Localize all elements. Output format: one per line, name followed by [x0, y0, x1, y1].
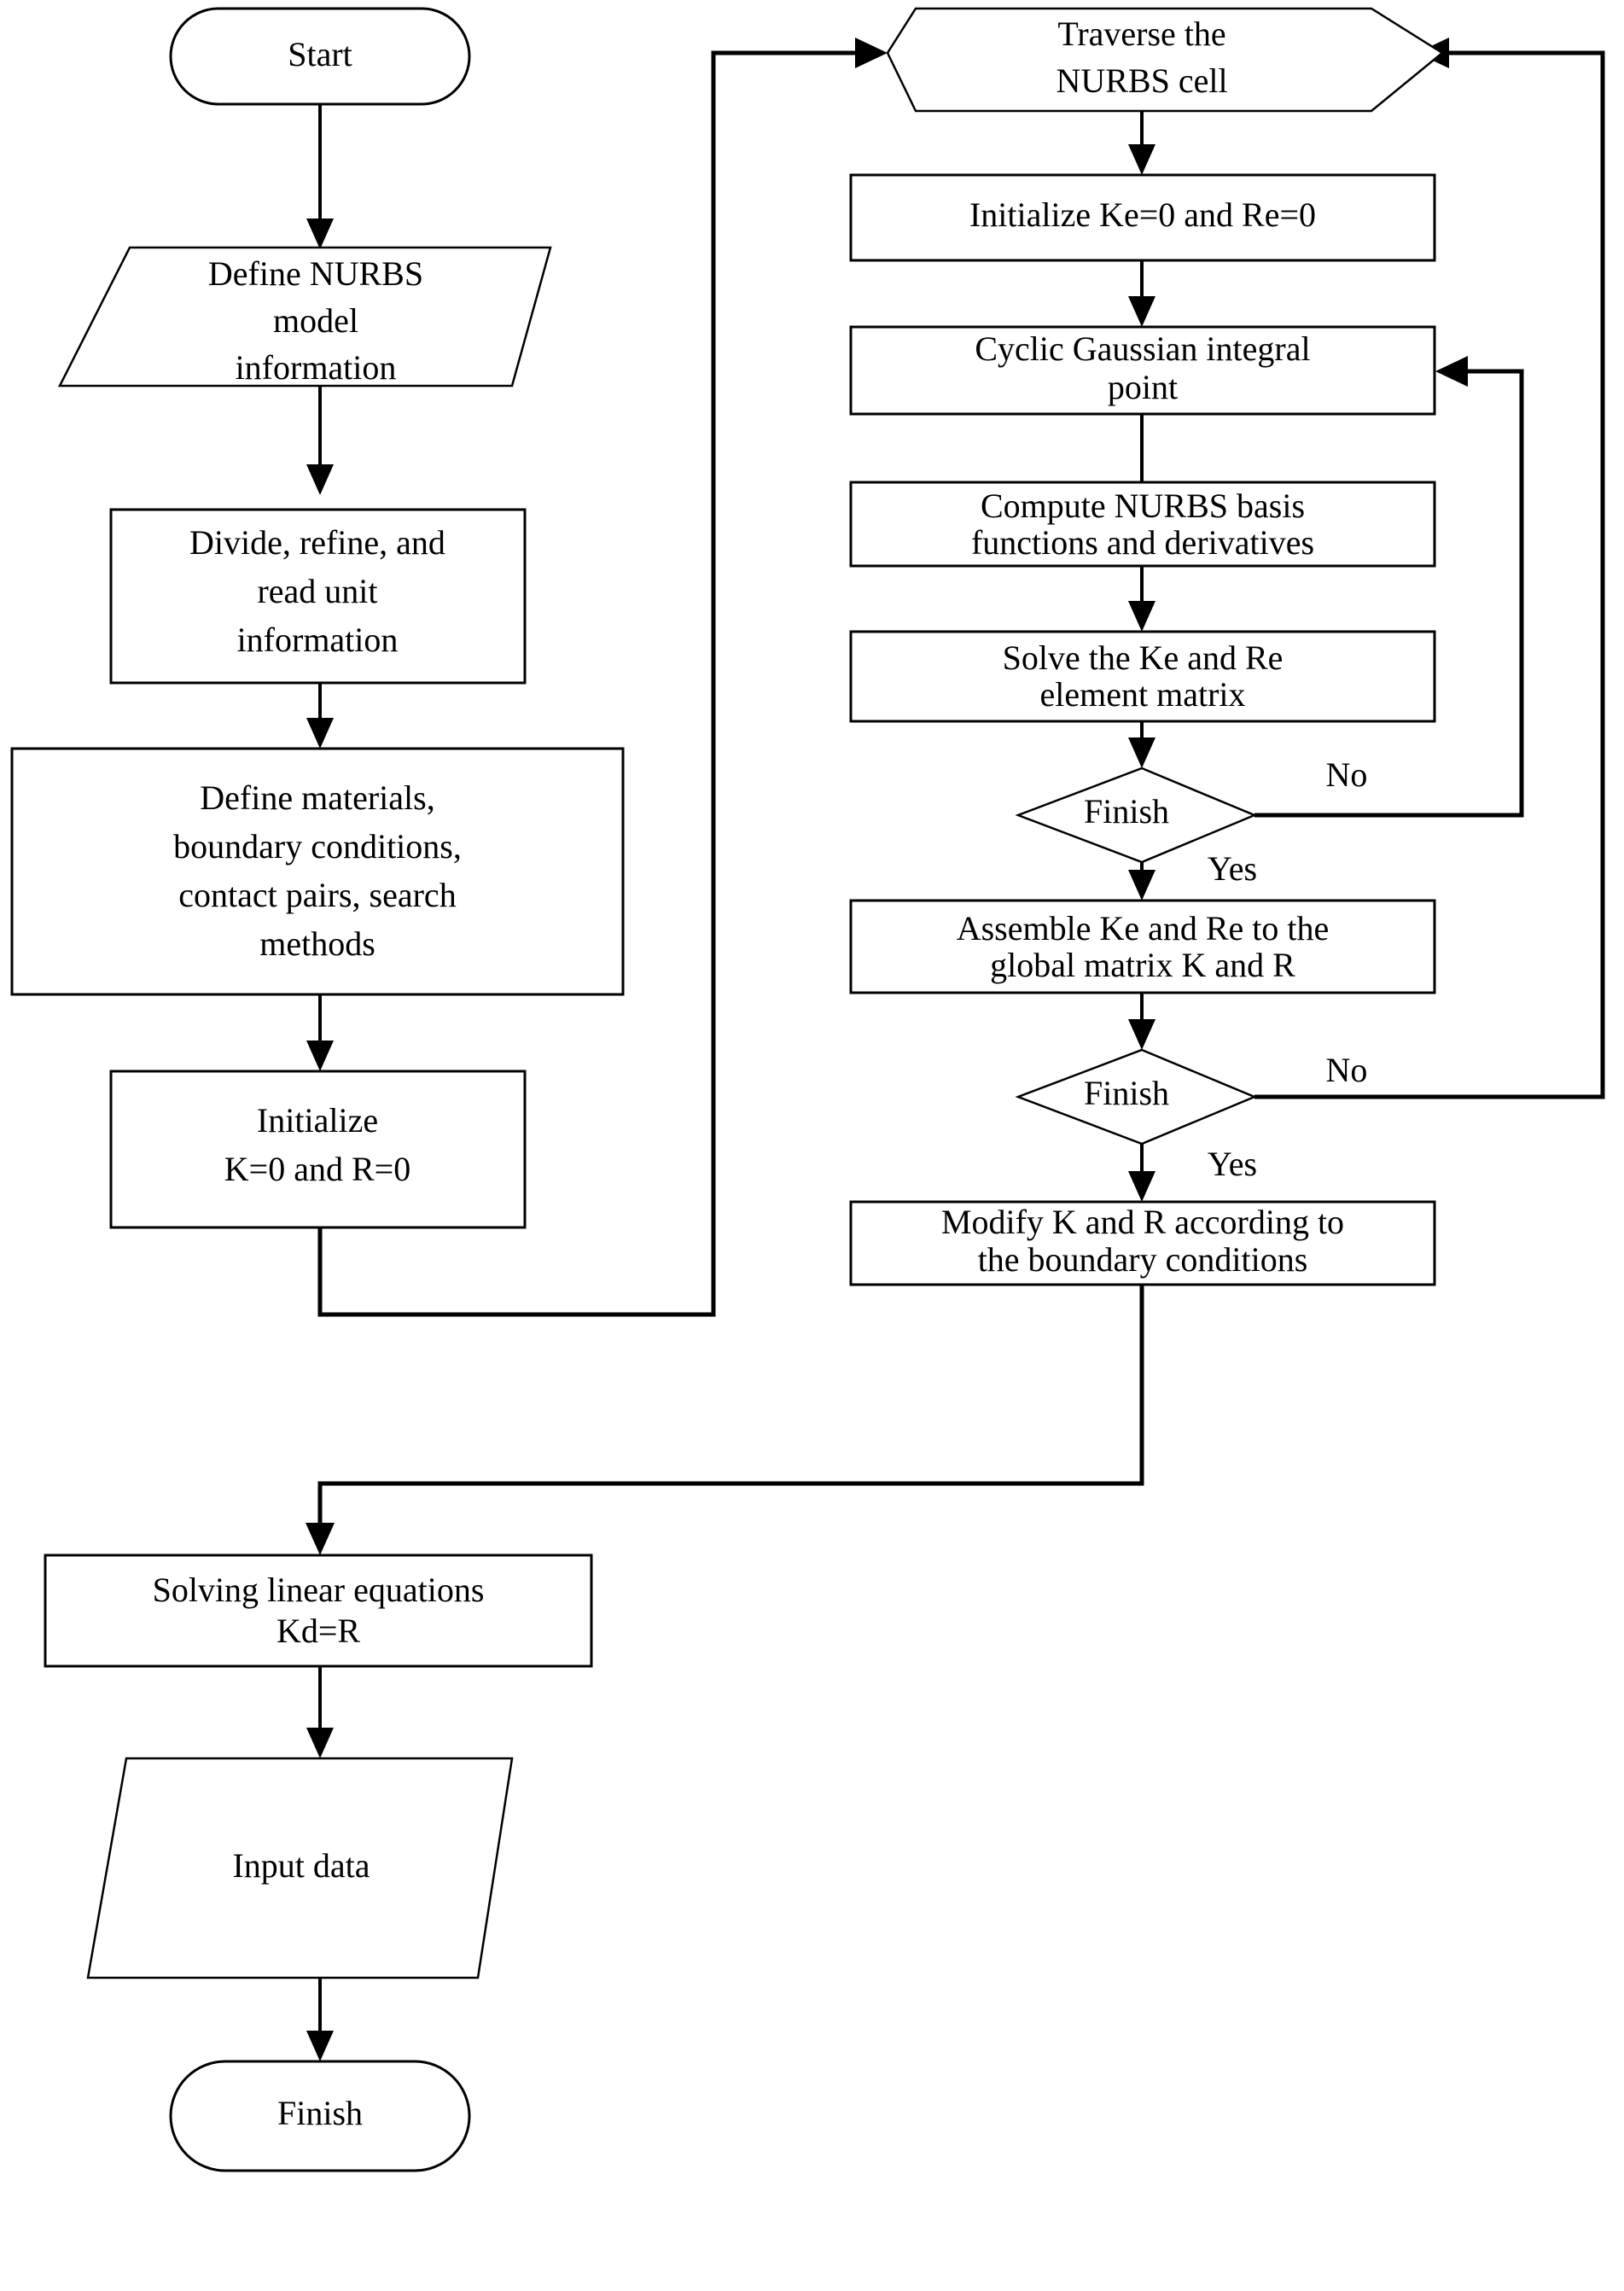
edge-input-to-finish-end: [306, 1978, 334, 2061]
node-solve-linear-line2: Kd=R: [276, 1612, 360, 1650]
edge-traverse-to-initialize-ke: [1128, 111, 1155, 175]
node-initialize-kr-line1: Initialize: [257, 1101, 378, 1140]
edge-initialize-ke-to-cyclic: [1128, 260, 1155, 327]
node-compute-nurbs-line2: functions and derivatives: [971, 523, 1314, 562]
node-define-materials-line1: Define materials,: [200, 778, 434, 817]
node-traverse-cell-line1: Traverse the: [1057, 15, 1225, 53]
node-define-model-line3: information: [236, 348, 397, 387]
node-define-materials-line4: methods: [259, 924, 375, 963]
node-traverse-cell-line2: NURBS cell: [1056, 61, 1227, 100]
node-cyclic-gauss-line1: Cyclic Gaussian integral: [975, 329, 1310, 368]
node-input-data-line1: Input data: [232, 1846, 370, 1885]
edge-start-to-define-model: [306, 104, 334, 249]
edge-finish-gauss-yes: [1128, 862, 1155, 901]
node-define-materials[interactable]: Define materials, boundary conditions, c…: [10, 747, 625, 996]
node-finish-end-label: Finish: [277, 2094, 363, 2132]
node-initialize-kere[interactable]: Initialize Ke=0 and Re=0: [849, 173, 1436, 262]
edge-define-model-to-divide: [306, 386, 334, 495]
node-define-materials-line2: boundary conditions,: [173, 827, 462, 866]
node-compute-nurbs-line1: Compute NURBS basis: [981, 487, 1305, 525]
edge-label-gauss-yes: Yes: [1208, 849, 1257, 888]
edge-divide-to-define-materials: [306, 683, 334, 749]
node-assemble-line2: global matrix K and R: [990, 946, 1295, 984]
node-modify-kr-line1: Modify K and R according to: [941, 1203, 1344, 1241]
edge-label-cell-yes: Yes: [1208, 1145, 1257, 1183]
node-finish-end[interactable]: Finish: [169, 2060, 471, 2172]
node-initialize-kere-line1: Initialize Ke=0 and Re=0: [969, 195, 1316, 234]
node-solve-kere-line2: element matrix: [1039, 675, 1245, 714]
edge-compute-to-solve: [1128, 566, 1155, 632]
edge-initialize-to-traverse: [317, 38, 888, 1317]
node-modify-kr-line2: the boundary conditions: [978, 1240, 1308, 1279]
edge-finish-gauss-no-loop: [1254, 356, 1524, 818]
node-cyclic-gauss[interactable]: Cyclic Gaussian integral point: [849, 325, 1436, 416]
node-solve-linear-line1: Solving linear equations: [153, 1571, 485, 1609]
edge-assemble-to-finish-cell: [1128, 993, 1155, 1050]
node-define-model[interactable]: Define NURBS model information: [57, 246, 552, 388]
node-finish-cell[interactable]: Finish: [1015, 1048, 1258, 1146]
node-traverse-cell[interactable]: Traverse the NURBS cell: [886, 7, 1445, 113]
node-assemble[interactable]: Assemble Ke and Re to the global matrix …: [849, 899, 1436, 994]
node-divide-refine-line3: information: [237, 621, 399, 659]
edge-solve-linear-to-input: [306, 1666, 334, 1758]
node-start[interactable]: Start: [169, 7, 471, 106]
edge-label-gauss-no: No: [1326, 755, 1368, 794]
node-start-label: Start: [288, 35, 352, 73]
node-initialize-kr[interactable]: Initialize K=0 and R=0: [109, 1070, 527, 1229]
edge-define-materials-to-initialize: [306, 994, 334, 1071]
node-input-data[interactable]: Input data: [86, 1757, 514, 1979]
node-divide-refine[interactable]: Divide, refine, and read unit informatio…: [109, 508, 527, 685]
node-compute-nurbs[interactable]: Compute NURBS basis functions and deriva…: [849, 481, 1436, 568]
node-solve-kere-line1: Solve the Ke and Re: [1003, 638, 1283, 677]
node-finish-gauss-label: Finish: [1084, 792, 1169, 831]
node-divide-refine-line2: read unit: [257, 572, 377, 610]
node-initialize-kr-line2: K=0 and R=0: [224, 1150, 410, 1188]
edge-modify-to-solve-linear: [306, 1285, 1144, 1555]
node-define-materials-line3: contact pairs, search: [178, 876, 456, 914]
edge-finish-cell-yes: [1128, 1144, 1155, 1202]
node-solve-linear[interactable]: Solving linear equations Kd=R: [44, 1554, 593, 1668]
node-define-model-line1: Define NURBS: [208, 254, 423, 293]
edge-label-cell-no: No: [1326, 1051, 1368, 1089]
node-assemble-line1: Assemble Ke and Re to the: [957, 909, 1330, 947]
node-solve-kere[interactable]: Solve the Ke and Re element matrix: [849, 630, 1436, 723]
node-finish-cell-label: Finish: [1084, 1074, 1169, 1112]
node-cyclic-gauss-line2: point: [1108, 368, 1178, 406]
node-divide-refine-line1: Divide, refine, and: [189, 523, 445, 562]
node-define-model-line2: model: [273, 301, 358, 340]
node-modify-kr[interactable]: Modify K and R according to the boundary…: [849, 1200, 1436, 1286]
node-finish-gauss[interactable]: Finish: [1015, 767, 1258, 864]
edge-solve-to-finish-gauss: [1128, 721, 1155, 768]
